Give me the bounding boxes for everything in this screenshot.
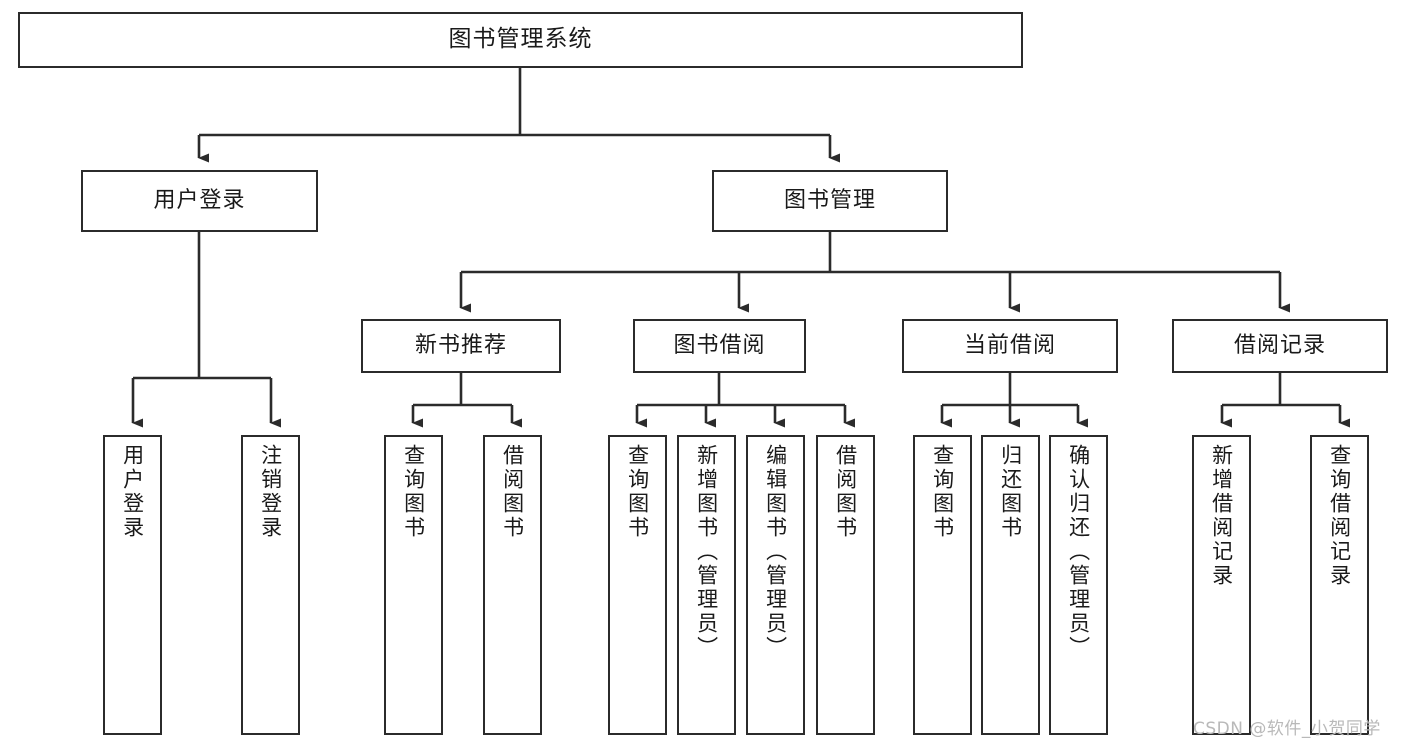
node-label: 查询图书 [401,444,426,540]
node-label: 查询图书 [930,444,955,540]
node-label: 借阅图书 [500,444,525,540]
leaf-edit-book-admin[interactable]: 编辑图书（管理员） [746,435,805,735]
node-label: 新增借阅记录 [1209,444,1234,588]
leaf-add-borrow-record[interactable]: 新增借阅记录 [1192,435,1251,735]
node-new-book-recommend[interactable]: 新书推荐 [361,319,561,373]
leaf-user-login[interactable]: 用户登录 [103,435,162,735]
node-root-system[interactable]: 图书管理系统 [18,12,1023,68]
node-label: 新书推荐 [414,333,507,359]
leaf-borrow-book[interactable]: 借阅图书 [816,435,875,735]
node-book-borrow[interactable]: 图书借阅 [633,319,806,373]
node-borrow-record[interactable]: 借阅记录 [1172,319,1388,373]
node-current-borrow[interactable]: 当前借阅 [902,319,1118,373]
node-label: 查询图书 [625,444,650,540]
node-label: 用户登录 [120,444,145,540]
node-label: 借阅记录 [1233,333,1326,359]
node-label: 编辑图书（管理员） [763,444,788,660]
node-label: 图书管理 [783,188,876,214]
node-label: 新增图书（管理员） [694,444,719,660]
leaf-logout[interactable]: 注销登录 [241,435,300,735]
watermark: CSDN @软件_小贺同学 [1193,719,1381,739]
leaf-borrow-book-recommend[interactable]: 借阅图书 [483,435,542,735]
leaf-query-book-current[interactable]: 查询图书 [913,435,972,735]
leaf-confirm-return-admin[interactable]: 确认归还（管理员） [1049,435,1108,735]
node-user-login[interactable]: 用户登录 [81,170,318,232]
leaf-query-borrow-record[interactable]: 查询借阅记录 [1310,435,1369,735]
node-label: 借阅图书 [833,444,858,540]
node-label: 确认归还（管理员） [1066,444,1091,660]
leaf-query-book-recommend[interactable]: 查询图书 [384,435,443,735]
node-label: 图书借阅 [673,333,766,359]
node-label: 图书管理系统 [448,26,593,53]
leaf-return-book[interactable]: 归还图书 [981,435,1040,735]
leaf-add-book-admin[interactable]: 新增图书（管理员） [677,435,736,735]
leaf-query-book-borrow[interactable]: 查询图书 [608,435,667,735]
node-label: 归还图书 [998,444,1023,540]
node-label: 当前借阅 [963,333,1056,359]
node-label: 用户登录 [153,188,246,214]
node-label: 查询借阅记录 [1327,444,1352,588]
node-label: 注销登录 [258,444,283,540]
node-book-management[interactable]: 图书管理 [712,170,948,232]
